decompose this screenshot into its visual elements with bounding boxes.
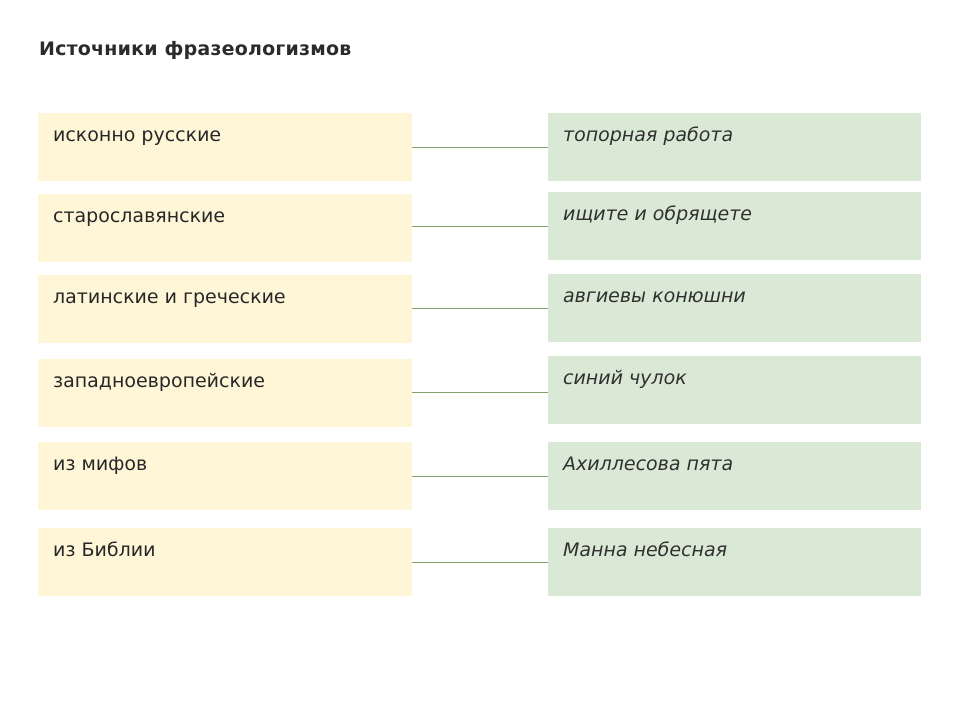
source-box-4[interactable]: западноевропейские — [38, 359, 412, 427]
connector-line-2 — [412, 226, 548, 227]
example-box-2[interactable]: ищите и обрящете — [548, 192, 921, 260]
source-box-1[interactable]: исконно русские — [38, 113, 412, 181]
connector-line-5 — [412, 476, 548, 477]
page-title: Источники фразеологизмов — [39, 38, 352, 60]
connector-line-3 — [412, 308, 548, 309]
source-box-5[interactable]: из мифов — [38, 442, 412, 510]
example-box-3[interactable]: авгиевы конюшни — [548, 274, 921, 342]
source-box-6[interactable]: из Библии — [38, 528, 412, 596]
connector-line-6 — [412, 562, 548, 563]
example-box-4[interactable]: синий чулок — [548, 356, 921, 424]
example-box-6[interactable]: Манна небесная — [548, 528, 921, 596]
example-box-5[interactable]: Ахиллесова пята — [548, 442, 921, 510]
source-box-3[interactable]: латинские и греческие — [38, 275, 412, 343]
connector-line-1 — [412, 147, 548, 148]
connector-line-4 — [412, 392, 548, 393]
example-box-1[interactable]: топорная работа — [548, 113, 921, 181]
source-box-2[interactable]: старославянские — [38, 194, 412, 262]
